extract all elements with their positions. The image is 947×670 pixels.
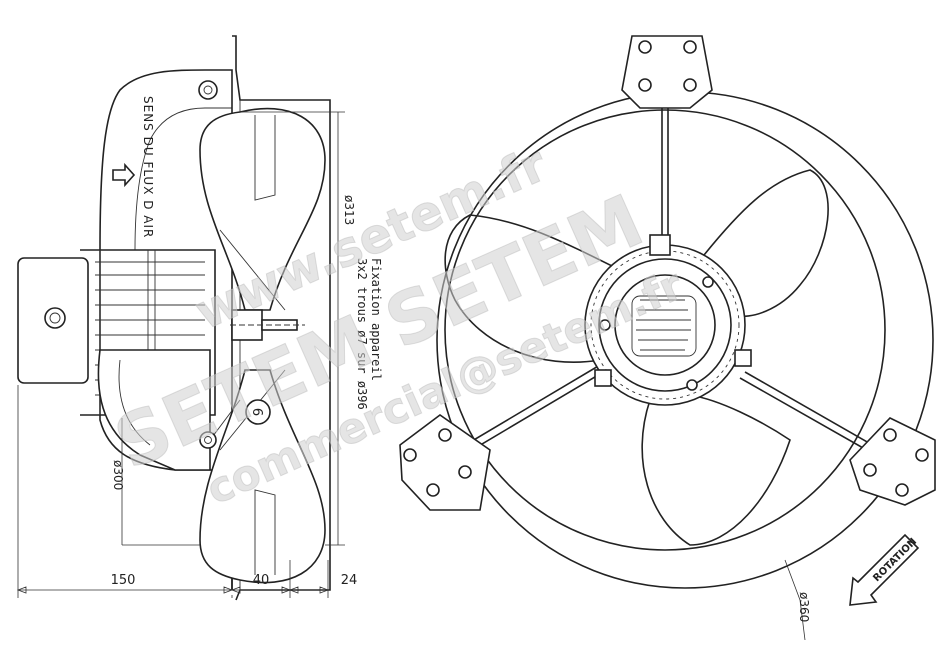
side-blades — [199, 107, 326, 584]
rotation-label: ROTATION — [871, 536, 919, 584]
dim-360-lines — [784, 559, 806, 641]
side-shroud-outline — [99, 69, 233, 590]
front-blades — [444, 169, 829, 546]
side-shroud-inner — [134, 107, 232, 251]
dim-40: 40 — [253, 573, 270, 588]
side-view: 6 SENS DU FLUX D AIR 150 40 24 — [16, 35, 383, 601]
bottom-dimensions — [16, 385, 330, 598]
part-callout: 6 — [209, 399, 271, 441]
front-inner-ring — [444, 109, 886, 551]
front-motor-hub — [584, 234, 752, 406]
front-bracket-top — [621, 35, 713, 109]
dim-150: 150 — [111, 573, 136, 588]
dim-300-lines — [121, 418, 200, 546]
fixation-note-line1: Fixation appareil — [369, 258, 383, 381]
side-hub — [230, 309, 305, 341]
dim-313-lines — [240, 111, 345, 546]
dim-300: ø300 — [111, 460, 125, 490]
fixation-note-line2: 3x2 trous ø7 sur ø396 — [355, 258, 369, 410]
front-view: ø360 ROTATION — [399, 35, 936, 641]
side-bolt-top — [198, 80, 218, 100]
airflow-label: SENS DU FLUX D AIR — [141, 96, 155, 238]
side-motor — [17, 249, 216, 471]
dim-313: ø313 — [342, 195, 356, 225]
front-bracket-left — [399, 414, 491, 511]
airflow-arrow-icon — [112, 162, 136, 188]
part-number-label: 6 — [249, 408, 264, 416]
front-bracket-right — [849, 417, 936, 506]
rotation-arrow-icon — [849, 533, 920, 606]
dim-24: 24 — [341, 573, 358, 588]
watermark: www.setem.fr SETEM SETEM commercial@sete… — [102, 136, 690, 515]
dim-360: ø360 — [797, 592, 811, 622]
side-bolt-bottom — [199, 431, 217, 449]
